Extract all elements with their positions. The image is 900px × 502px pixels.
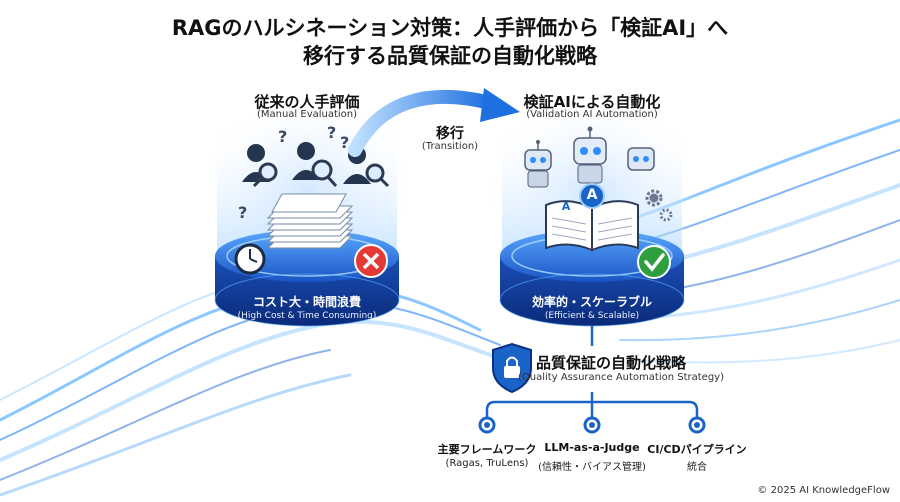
transition-label-en: (Transition) <box>421 141 479 152</box>
page-title-line2: 移行する品質保証の自動化戦略 <box>303 44 597 68</box>
copyright-notice: © 2025 AI KnowledgeFlow <box>757 485 890 496</box>
transition-arrow <box>348 88 520 157</box>
strategy-item-llm-judge-sub: (信頼性・バイアス管理) <box>538 462 646 473</box>
strategy-item-llm-judge: LLM-as-a-Judge <box>544 441 640 454</box>
page-title-line1: RAGのハルシネーション対策：人手評価から「検証AI」へ <box>171 16 729 40</box>
shield-lock-icon <box>492 342 532 394</box>
right-heading-en: (Validation AI Automation) <box>526 109 658 120</box>
right-base-label: 効率的・スケーラブル <box>531 295 652 309</box>
document-stack-icon <box>266 193 354 249</box>
strategy-item-frameworks: 主要フレームワーク <box>437 443 537 456</box>
strategy-heading: 品質保証の自動化戦略 <box>536 354 687 372</box>
transition-label: 移行 <box>436 126 464 142</box>
magnifier-icon <box>252 159 390 188</box>
strategy-heading-en: (Quality Assurance Automation Strategy) <box>518 372 724 383</box>
robot-icon <box>524 126 655 188</box>
book-letter-left: A <box>561 200 571 213</box>
clock-icon <box>234 243 266 275</box>
open-book-icon <box>545 183 639 252</box>
x-mark-icon <box>354 244 388 278</box>
left-base-label: コスト大・時間浪費 <box>252 295 361 309</box>
strategy-item-cicd: CI/CDパイプライン <box>647 443 747 456</box>
right-heading: 検証AIによる自動化 <box>523 93 661 111</box>
check-mark-icon <box>637 245 671 279</box>
svg-text:?: ? <box>278 127 287 146</box>
strategy-item-frameworks-sub: (Ragas, TruLens) <box>445 458 529 469</box>
strategy-node-dots <box>478 416 706 434</box>
strategy-item-cicd-sub: 統合 <box>687 462 707 473</box>
left-heading-en: (Manual Evaluation) <box>256 109 358 120</box>
left-base-label-en: (High Cost & Time Consuming) <box>237 311 377 321</box>
svg-text:?: ? <box>340 133 349 152</box>
book-letter-center: A <box>586 187 598 203</box>
svg-text:?: ? <box>238 203 247 222</box>
gear-icon <box>645 189 673 222</box>
right-base-label-en: (Efficient & Scalable) <box>544 311 640 321</box>
left-platform <box>214 125 400 327</box>
question-mark-icon: ???? <box>238 123 349 222</box>
svg-text:?: ? <box>327 123 336 142</box>
left-heading: 従来の人手評価 <box>254 93 360 111</box>
